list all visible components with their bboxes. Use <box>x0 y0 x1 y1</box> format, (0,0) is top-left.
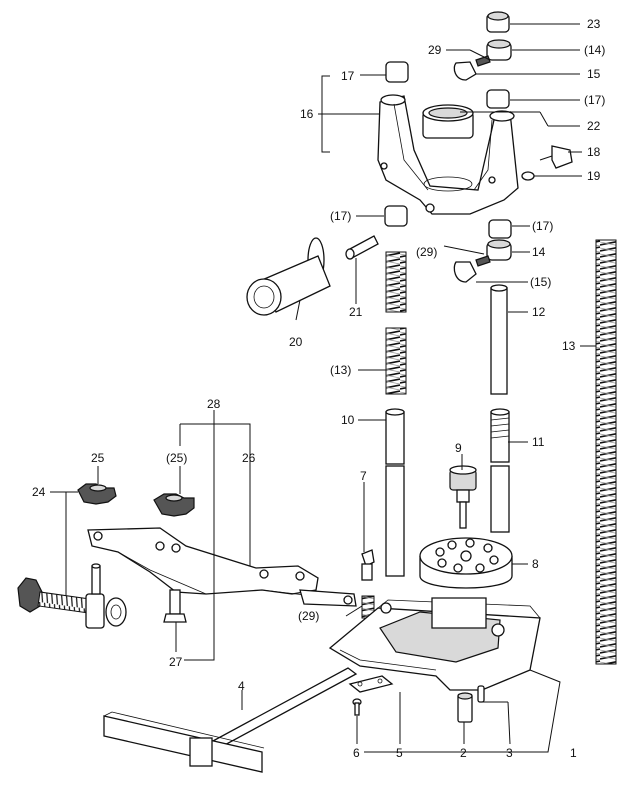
callout-25-ref: (25) <box>166 451 187 465</box>
callout-29-ref-b: (29) <box>298 609 319 623</box>
callout-6: 6 <box>353 746 360 760</box>
callout-2: 2 <box>460 746 467 760</box>
leader-lines <box>50 23 596 753</box>
callout-17-ref-b: (17) <box>330 209 351 223</box>
part-17-bushing-b <box>486 89 510 109</box>
part-6-screw <box>352 698 362 716</box>
part-19-washer <box>521 171 535 181</box>
callout-18: 18 <box>587 145 601 159</box>
part-15-thumb-screw-top <box>453 55 491 81</box>
callout-27: 27 <box>169 655 183 669</box>
part-27-screw <box>163 589 187 623</box>
callout-14: 14 <box>532 245 546 259</box>
callout-26: 26 <box>242 451 256 465</box>
part-7-stop-pin <box>361 549 375 581</box>
part-13-spring-upper <box>385 251 407 313</box>
callout-28: 28 <box>207 397 221 411</box>
part-23-nut <box>486 11 510 33</box>
part-8-turret-disc <box>419 537 513 589</box>
part-13-spring-lower <box>385 327 407 395</box>
callout-24: 24 <box>32 485 46 499</box>
part-4-guide-bar <box>103 667 358 773</box>
callout-17-ref-c: (17) <box>532 219 553 233</box>
callout-1: 1 <box>570 746 577 760</box>
part-10-column <box>385 408 405 577</box>
part-12-column <box>490 284 508 395</box>
part-13-spring-long <box>595 239 617 665</box>
callout-3: 3 <box>506 746 513 760</box>
callout-4: 4 <box>238 679 245 693</box>
part-5-plate <box>348 675 394 693</box>
part-20-side-handle <box>246 237 331 316</box>
part-24-clamp-screw <box>17 563 127 629</box>
part-15-thumb-screw-lower <box>453 255 491 283</box>
callout-25: 25 <box>91 451 105 465</box>
callout-21: 21 <box>349 305 363 319</box>
part-17-bushing-a <box>385 61 409 83</box>
callout-7: 7 <box>360 469 367 483</box>
callout-12: 12 <box>532 305 546 319</box>
callout-13-ref: (13) <box>330 363 351 377</box>
callout-16: 16 <box>300 107 314 121</box>
callout-11: 11 <box>532 435 545 449</box>
callout-14-ref: (14) <box>584 43 605 57</box>
part-21-pin <box>345 235 379 260</box>
callout-22: 22 <box>587 119 601 133</box>
part-22-sleeve <box>422 104 474 192</box>
part-14-collar-lower <box>486 239 512 261</box>
callout-15: 15 <box>587 67 601 81</box>
part-25-star-knob-a <box>77 483 117 505</box>
callout-17: 17 <box>341 69 355 83</box>
part-16-head-casting <box>377 94 519 215</box>
part-17-bushing-c <box>384 205 408 227</box>
callout-10: 10 <box>341 413 355 427</box>
part-18-screw <box>539 145 573 169</box>
part-26-arm <box>87 527 357 607</box>
callout-5: 5 <box>396 746 403 760</box>
part-3-pin <box>477 685 485 703</box>
part-9-knob <box>449 465 477 529</box>
part-11-column <box>490 408 510 533</box>
callout-23: 23 <box>587 17 601 31</box>
part-17-bushing-d <box>488 219 512 239</box>
callout-labels: 23 29 (14) 17 15 (17) 16 22 18 19 (17) (… <box>32 17 605 760</box>
part-2-bushing <box>457 692 473 723</box>
part-1-base <box>328 597 541 691</box>
callout-20: 20 <box>289 335 303 349</box>
callout-29: 29 <box>428 43 442 57</box>
callout-29-ref: (29) <box>416 245 437 259</box>
part-14-collar-top <box>486 39 512 61</box>
callout-15-ref: (15) <box>530 275 551 289</box>
callout-17-ref: (17) <box>584 93 605 107</box>
part-25-star-knob-b <box>153 493 195 517</box>
callout-9: 9 <box>455 441 462 455</box>
callout-13: 13 <box>562 339 576 353</box>
callout-19: 19 <box>587 169 601 183</box>
callout-8: 8 <box>532 557 539 571</box>
